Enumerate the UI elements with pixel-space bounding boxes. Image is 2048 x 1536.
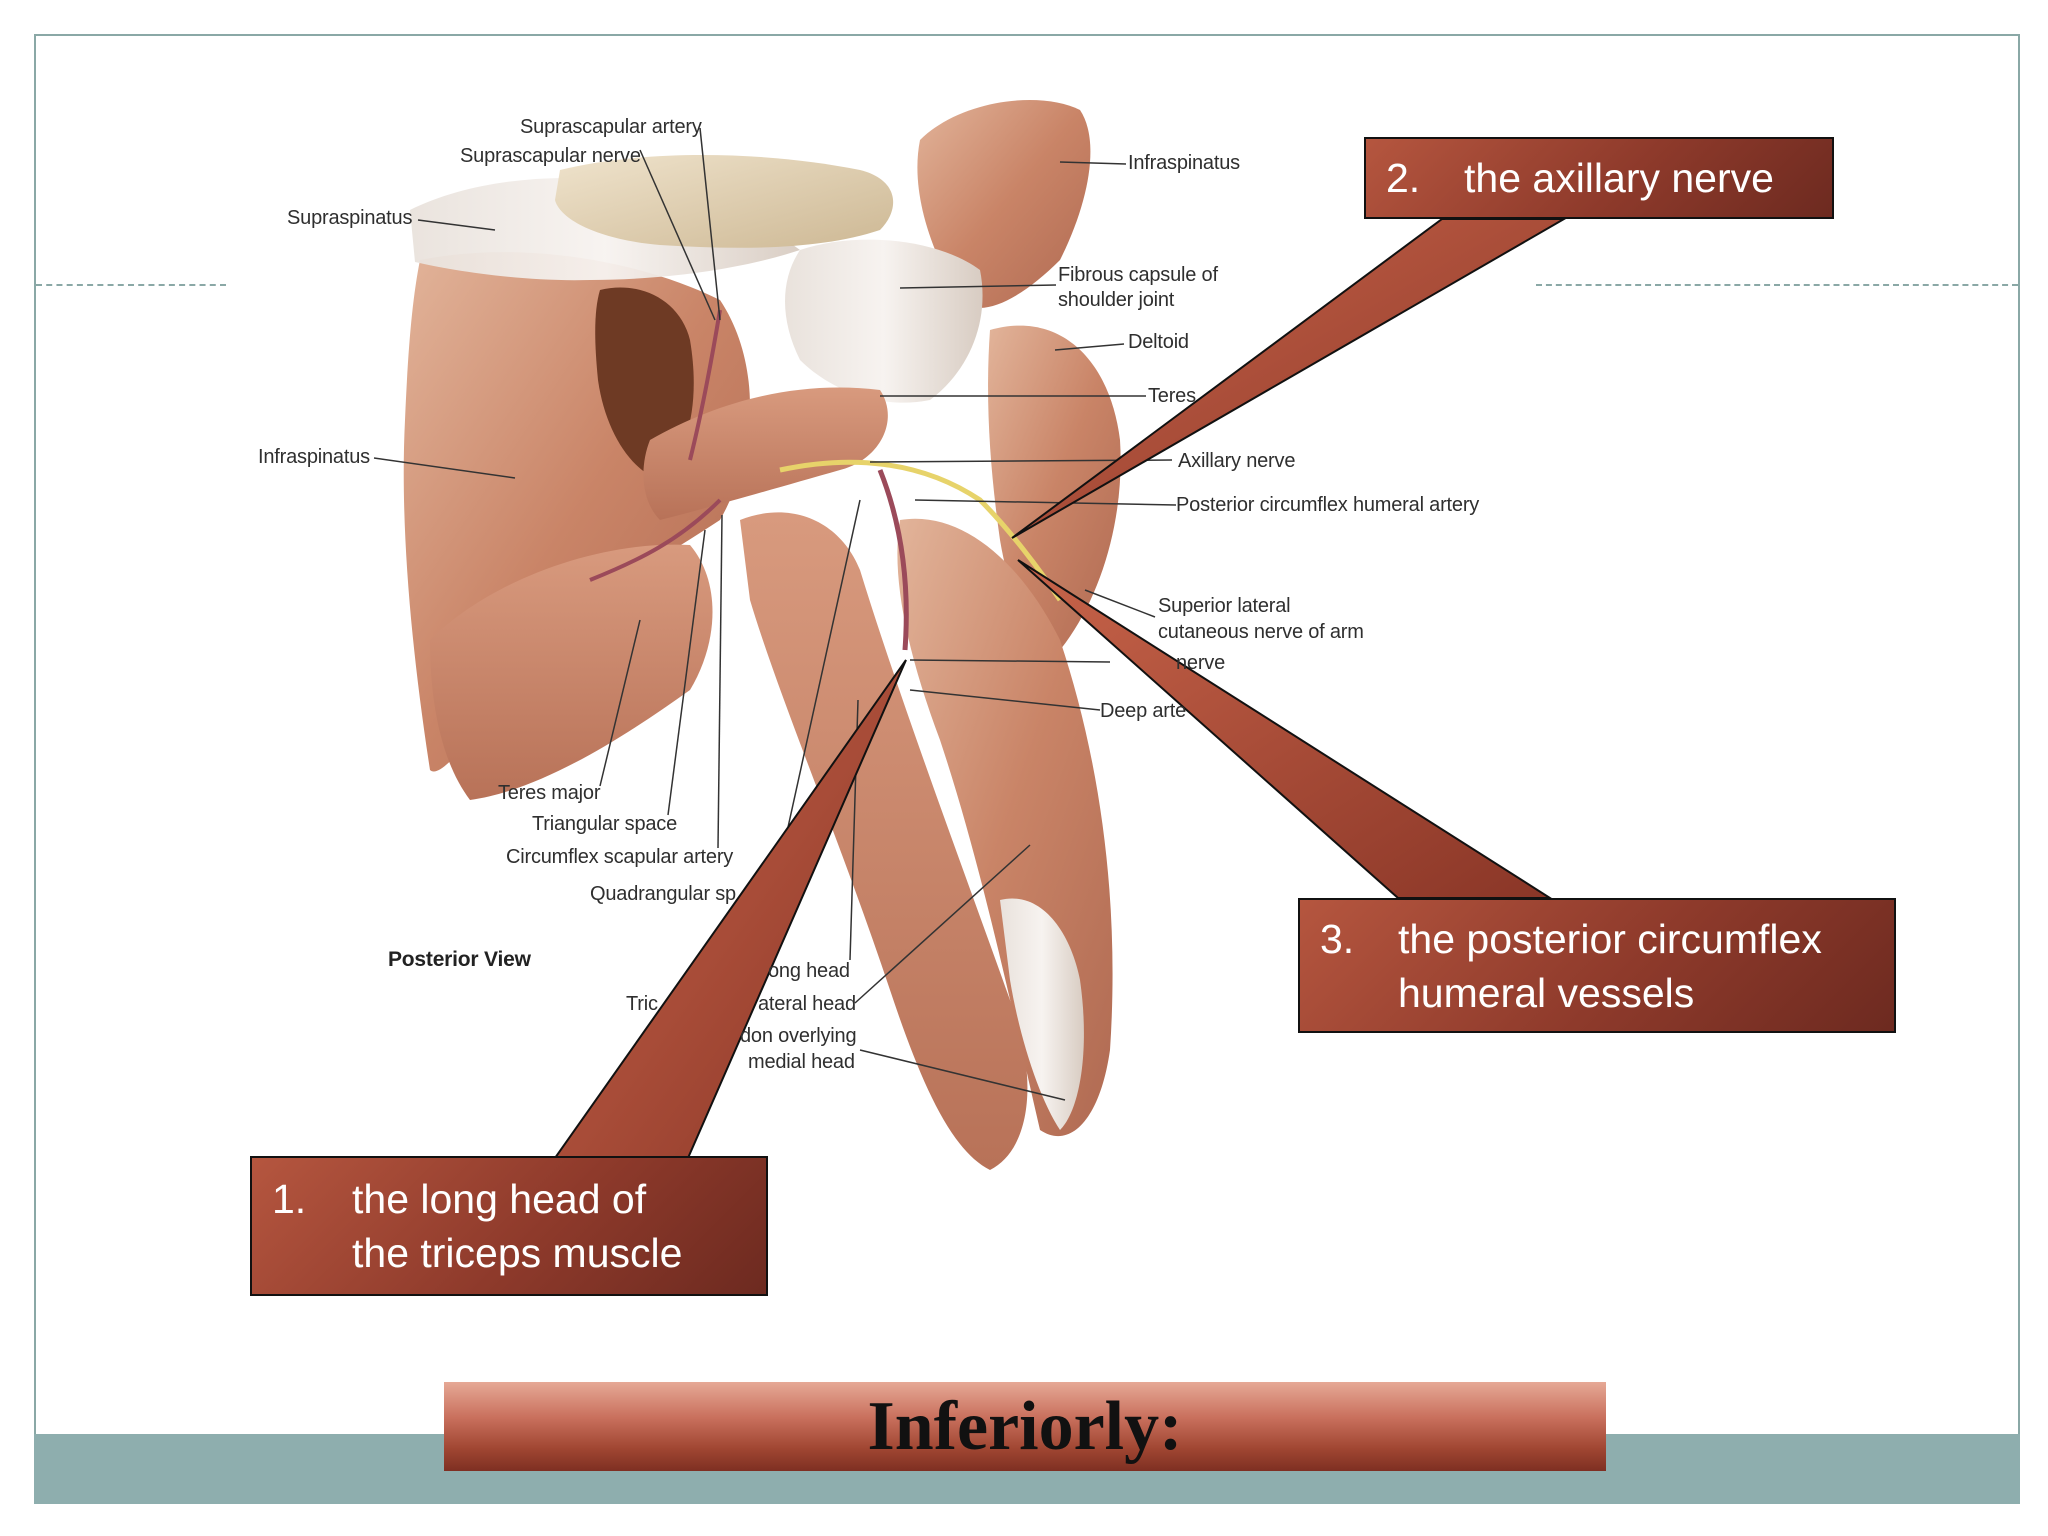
label-superior-lateral-2: cutaneous nerve of arm <box>1158 621 1364 643</box>
teres-minor-muscle <box>643 387 888 520</box>
label-suprascapular-artery: Suprascapular artery <box>520 116 702 138</box>
label-infraspinatus-top: Infraspinatus <box>1128 152 1240 174</box>
label-deep-artery: Deep arte <box>1100 700 1187 722</box>
label-axillary-nerve: Axillary nerve <box>1178 450 1296 472</box>
arm-muscle-group <box>643 387 1113 1170</box>
callout-text-line-1: the posterior circumflex <box>1398 916 1822 962</box>
suprascapular-vessels <box>688 309 722 461</box>
callout-long-head-triceps: 1. the long head of the triceps muscle <box>250 1156 768 1296</box>
label-suprascapular-nerve: Suprascapular nerve <box>460 145 641 167</box>
label-posterior-circumflex: Posterior circumflex humeral artery <box>1176 494 1480 516</box>
neurovascular-group <box>589 309 1063 651</box>
label-quadrangular-space: Quadrangular sp <box>590 883 736 905</box>
label-fibrous-capsule-2: shoulder joint <box>1058 289 1175 311</box>
callout-number: 2. <box>1386 155 1421 201</box>
posterior-circumflex-artery <box>877 469 909 651</box>
label-supraspinatus: Supraspinatus <box>287 207 413 229</box>
deltoid-lateral <box>988 325 1121 650</box>
label-radial-nerve: nerve <box>1176 652 1226 674</box>
label-circumflex-scapular: Circumflex scapular artery <box>506 846 734 868</box>
label-infraspinatus-left: Infraspinatus <box>258 446 370 468</box>
deltoid-reflected <box>917 100 1091 308</box>
label-medial-head: medial head <box>748 1051 855 1073</box>
label-deltoid: Deltoid <box>1128 331 1189 353</box>
label-teres: Teres <box>1148 385 1196 407</box>
label-long-head: ong head <box>768 960 850 982</box>
label-lateral-head: ateral head <box>758 993 856 1015</box>
teres-major-muscle <box>430 544 713 800</box>
callout-text-line-2: the triceps muscle <box>352 1230 683 1276</box>
label-tendon-overlying: don overlying <box>740 1025 857 1047</box>
divider-right <box>1536 284 2018 286</box>
label-posterior-view: Posterior View <box>388 948 531 971</box>
callout-number: 1. <box>272 1176 307 1222</box>
deltoid-group <box>785 100 1121 650</box>
triceps-long-head <box>740 512 1028 1170</box>
callout-text-line-1: the long head of <box>352 1176 647 1222</box>
callout-text-line-2: humeral vessels <box>1398 970 1695 1016</box>
label-teres-major: Teres major <box>498 782 601 804</box>
acromion-bone <box>555 155 894 248</box>
callout-axillary-nerve: 2. the axillary nerve <box>1364 137 1834 219</box>
callout-pointers <box>553 218 1568 1159</box>
divider-left <box>36 284 226 286</box>
pointer-2 <box>1011 218 1568 539</box>
axillary-nerve <box>779 459 1063 602</box>
callout-number: 3. <box>1320 916 1355 962</box>
label-fibrous-capsule-1: Fibrous capsule of <box>1058 264 1218 286</box>
triceps-tendon <box>1000 898 1084 1130</box>
title-bar: Inferiorly: <box>444 1382 1606 1471</box>
label-superior-lateral-1: Superior lateral <box>1158 595 1291 617</box>
callout-posterior-circumflex: 3. the posterior circumflex humeral vess… <box>1298 898 1896 1033</box>
label-triangular-space: Triangular space <box>532 813 678 835</box>
callout-text: the axillary nerve <box>1464 155 1774 201</box>
label-triceps: Tric <box>626 993 658 1015</box>
slide-title: Inferiorly: <box>867 1388 1183 1465</box>
circumflex-scapular-artery <box>589 498 722 582</box>
joint-capsule <box>785 239 983 403</box>
